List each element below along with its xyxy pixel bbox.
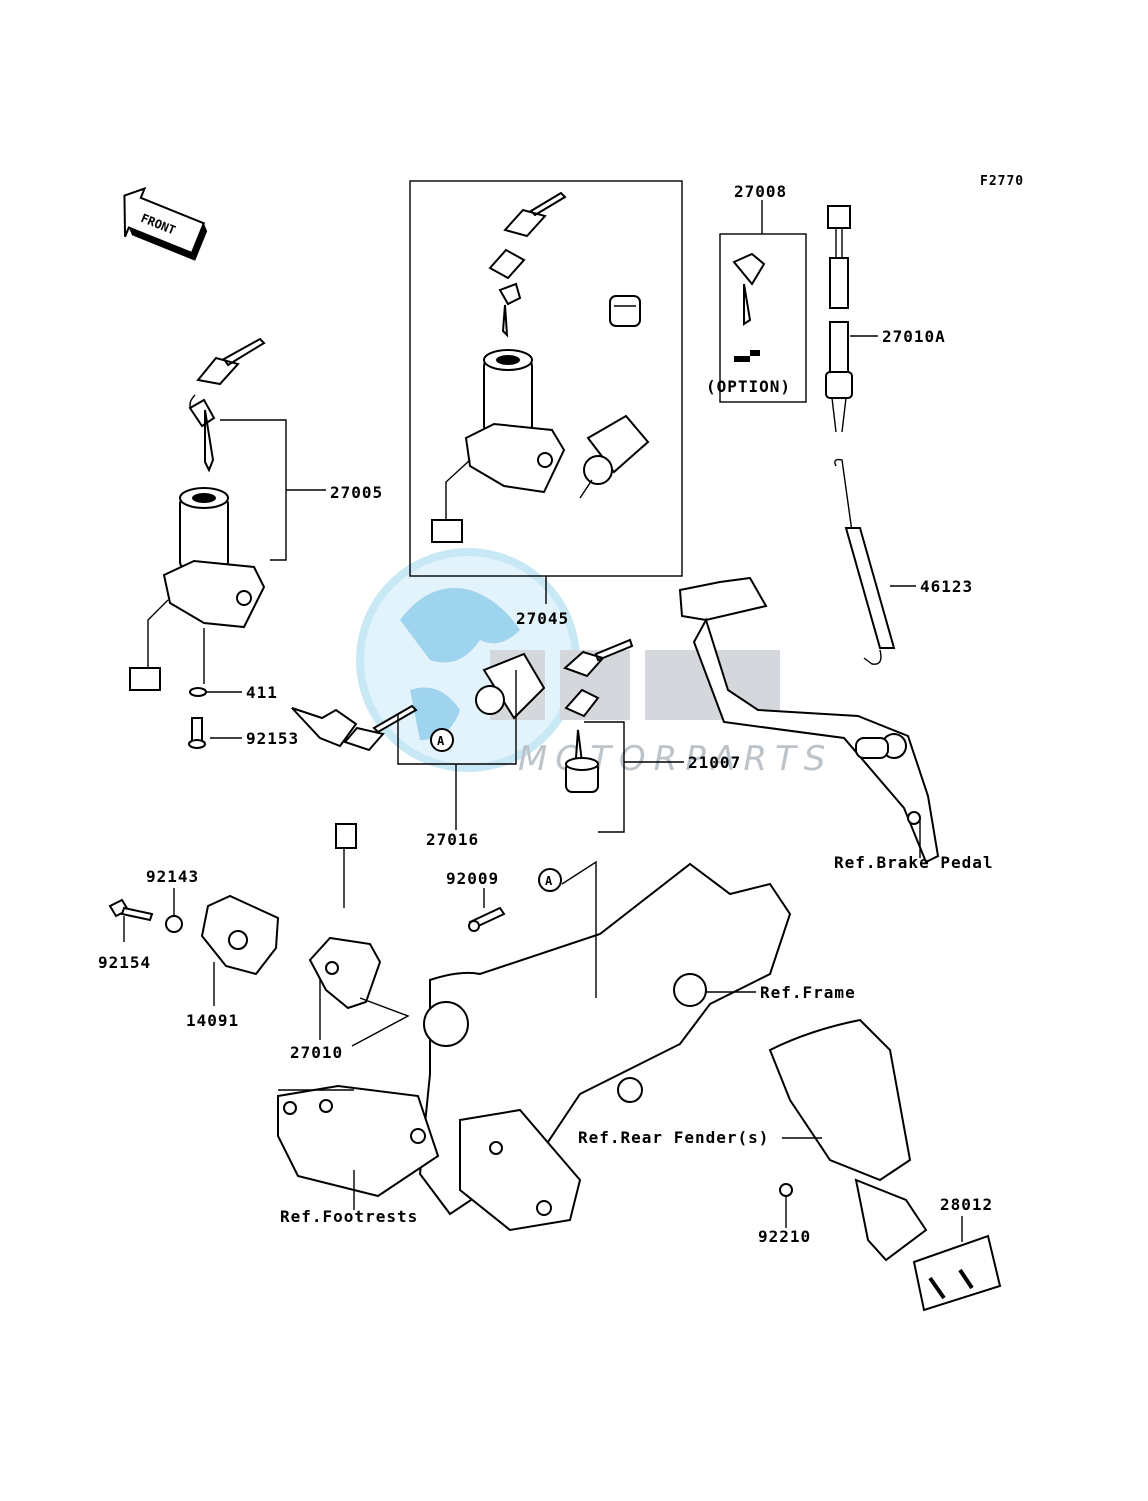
front-arrow-icon: FRONT (123, 186, 208, 261)
part-label-27005: 27005 (330, 483, 383, 502)
ignition-switch-27005 (129, 487, 266, 691)
washer-92143 (165, 915, 183, 933)
part-label-92154: 92154 (98, 953, 151, 972)
part-label-27016: 27016 (426, 830, 479, 849)
part-label-27010: 27010 (290, 1043, 343, 1062)
part-label-27010a: 27010A (882, 327, 946, 346)
key-27008 (732, 252, 766, 362)
screw-92153 (188, 717, 206, 749)
key-27045-upper (488, 191, 567, 338)
part-label-27008: 27008 (734, 182, 787, 201)
lock-cylinder-27045 (579, 414, 650, 499)
part-label-92009: 92009 (446, 869, 499, 888)
key-27005 (188, 337, 266, 473)
keys-21007 (563, 638, 634, 765)
callout-a-lower: A (538, 868, 562, 892)
option-key-box (719, 233, 807, 403)
ref-brake-pedal: Ref.Brake Pedal (834, 853, 994, 872)
cap-27045 (609, 295, 641, 327)
callout-a-upper: A (430, 728, 454, 752)
lock-cylinder-27016 (475, 652, 546, 720)
option-label: (OPTION) (706, 377, 791, 396)
svg-text:A: A (437, 734, 445, 748)
part-label-21007: 21007 (688, 753, 741, 772)
ref-footrests: Ref.Footrests (280, 1207, 418, 1226)
washer-411 (189, 687, 207, 697)
cap-21007 (565, 757, 599, 793)
nut-92210 (779, 1183, 793, 1197)
diagram-code: F2770 (980, 174, 1024, 189)
part-label-28012: 28012 (940, 1195, 993, 1214)
brake-switch-27010a (825, 205, 853, 433)
frame (418, 862, 792, 1232)
rear-fender (768, 1018, 928, 1262)
kit-27045-box (409, 180, 683, 577)
ref-frame: Ref.Frame (760, 983, 856, 1002)
brake-pedal (678, 576, 940, 864)
ref-rear-fender: Ref.Rear Fender(s) (578, 1128, 769, 1147)
svg-text:A: A (545, 874, 553, 888)
part-label-411: 411 (246, 683, 278, 702)
reflector-28012 (912, 1234, 1002, 1312)
ignition-switch-27045 (431, 349, 566, 543)
spring-46123 (834, 458, 896, 665)
side-stand-switch-27010 (308, 823, 382, 1010)
part-label-92210: 92210 (758, 1227, 811, 1246)
leader-lines (123, 200, 963, 1242)
part-label-14091: 14091 (186, 1011, 239, 1030)
footrest-plate (277, 1084, 440, 1198)
part-label-27045: 27045 (516, 609, 569, 628)
cover-14091 (200, 894, 280, 976)
part-label-46123: 46123 (920, 577, 973, 596)
screw-92009 (468, 906, 506, 932)
bolt-92154 (108, 898, 154, 922)
part-label-92143: 92143 (146, 867, 199, 886)
part-label-92153: 92153 (246, 729, 299, 748)
